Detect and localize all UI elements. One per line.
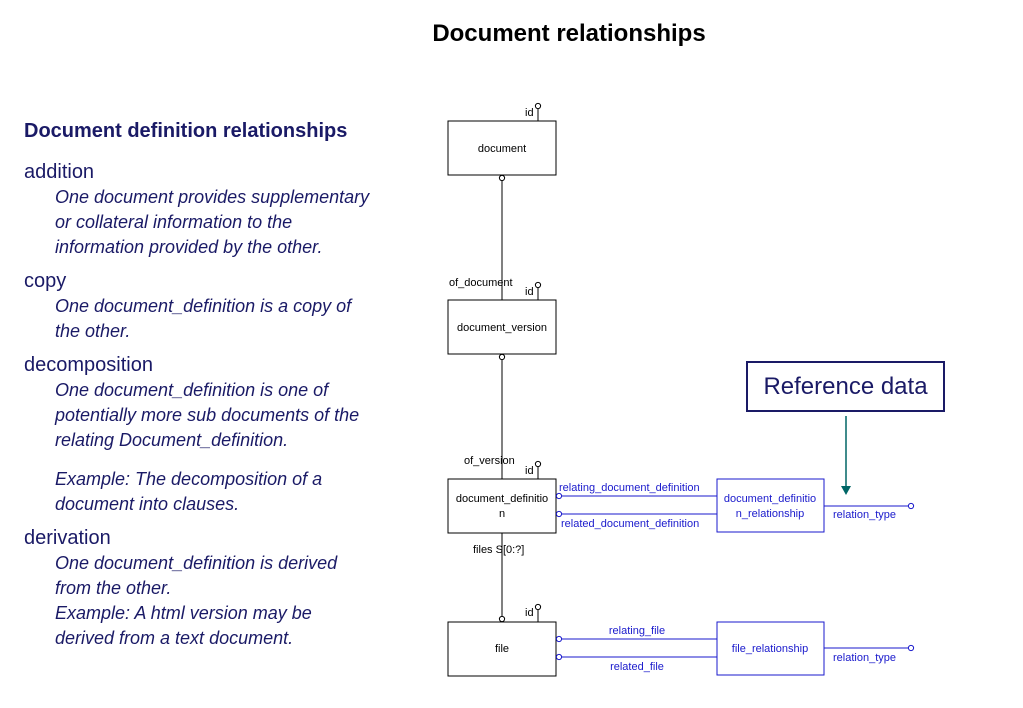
definition-list: Document definition relationships additi… xyxy=(24,120,434,659)
relating-document-definition-label: relating_document_definition xyxy=(559,482,700,494)
entity-dd-relationship-label-1: document_definitio xyxy=(724,493,816,505)
term-derivation: derivation xyxy=(24,527,111,549)
entity-dd-relationship-box xyxy=(716,478,825,533)
entity-file-label: file xyxy=(495,643,509,655)
term-copy: copy xyxy=(24,270,67,292)
id-label: id xyxy=(525,107,534,119)
entity-document-definition-label-2: n xyxy=(499,508,505,520)
related-file-label: related_file xyxy=(610,661,664,673)
entity-document-definition-box xyxy=(447,478,557,534)
desc-derivation: One document_definition is derived from … xyxy=(55,553,338,648)
term-decomposition: decomposition xyxy=(24,354,153,376)
entity-document-label: document xyxy=(478,143,526,155)
files-label: files S[0:?] xyxy=(473,544,524,556)
of-version-label: of_version xyxy=(464,455,515,467)
page-title: Document relationships xyxy=(432,20,706,47)
of-document-label: of_document xyxy=(449,277,513,289)
term-addition: addition xyxy=(24,161,95,183)
relation-type-label: relation_type xyxy=(833,509,896,521)
entity-document-version-label: document_version xyxy=(457,322,547,334)
id-label: id xyxy=(525,286,534,298)
related-document-definition-label: related_document_definition xyxy=(561,518,699,530)
entity-document-definition-label-1: document_definitio xyxy=(456,493,548,505)
section-heading: Document definition relationships xyxy=(24,120,348,142)
relating-file-label: relating_file xyxy=(609,625,665,637)
desc-addition: One document provides supplementary or c… xyxy=(55,187,370,257)
desc-decomposition: One document_definition is one of potent… xyxy=(55,380,360,514)
id-label: id xyxy=(525,465,534,477)
reference-data-box: Reference data xyxy=(746,361,945,412)
entity-dd-relationship-label-2: n_relationship xyxy=(736,508,805,520)
id-label: id xyxy=(525,607,534,619)
desc-copy: One document_definition is a copy of the… xyxy=(55,296,352,341)
entity-file-relationship-label: file_relationship xyxy=(732,643,808,655)
relation-type-label: relation_type xyxy=(833,652,896,664)
